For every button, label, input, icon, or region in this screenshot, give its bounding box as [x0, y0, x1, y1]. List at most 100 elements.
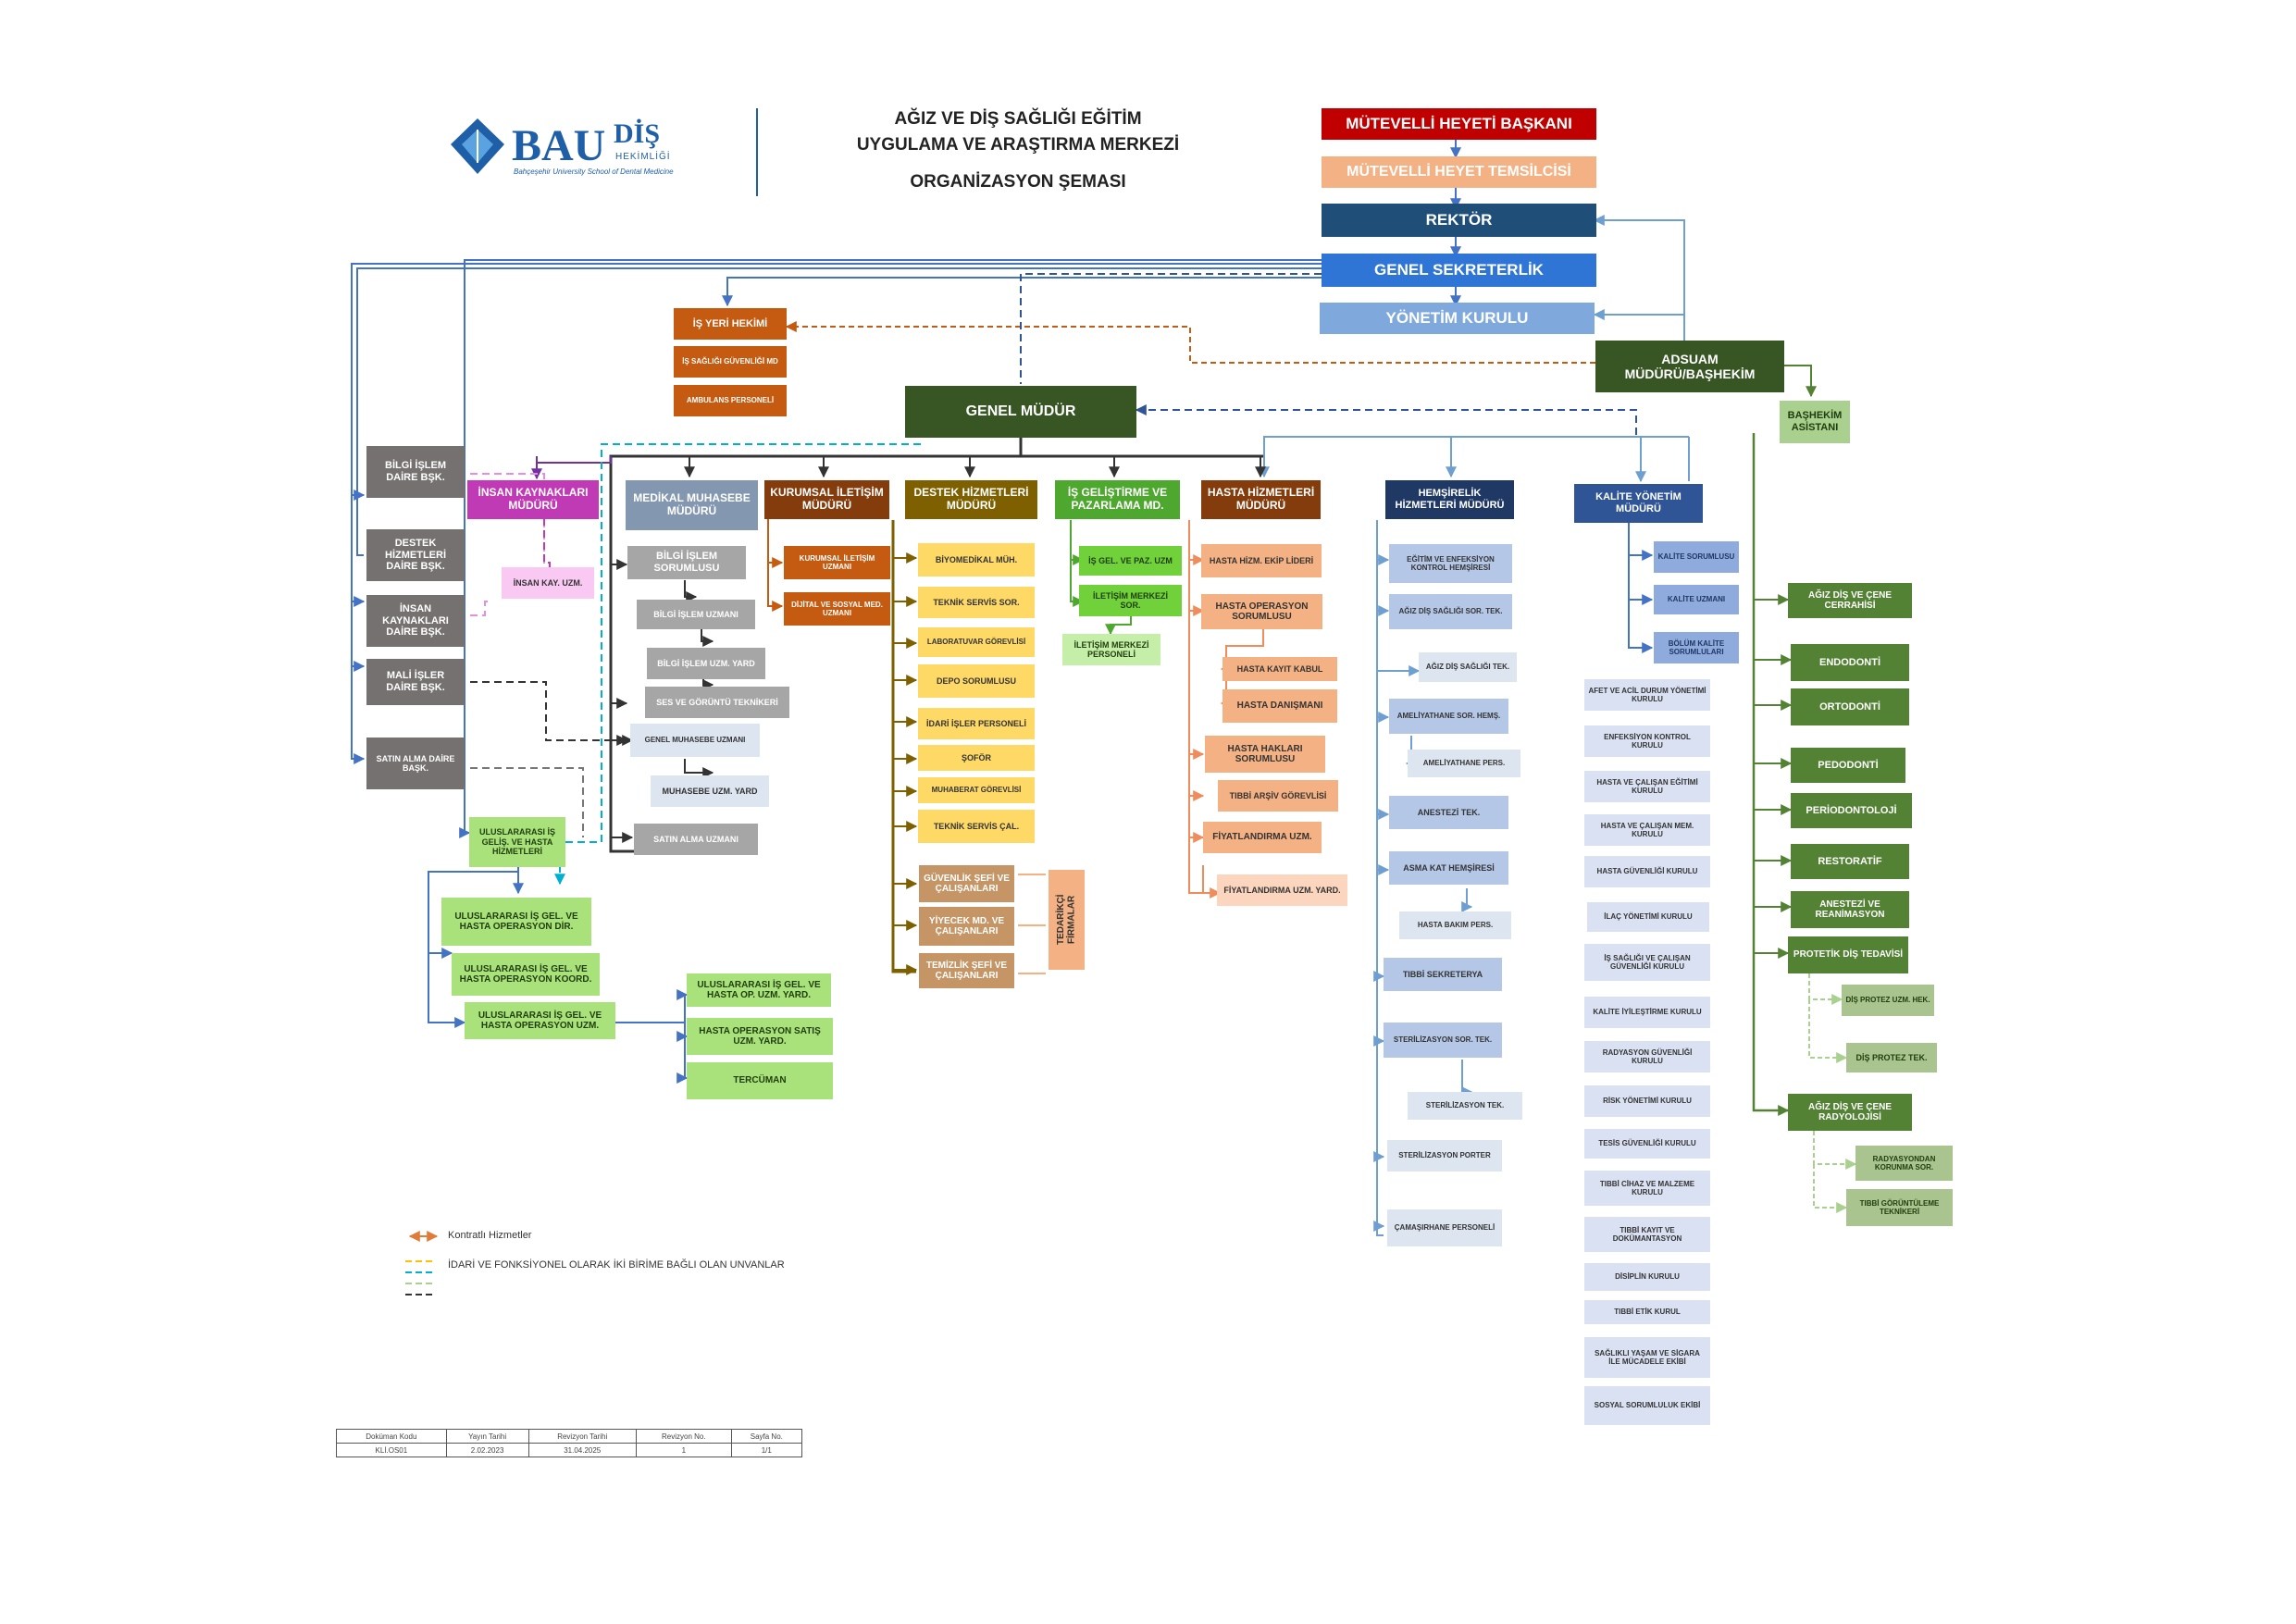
org-box-radyasyon-koruma: RADYASYONDAN KORUNMA SOR. — [1855, 1146, 1953, 1181]
org-box-tercuman: TERCÜMAN — [687, 1062, 833, 1099]
org-box-hasta-kayit: HASTA KAYIT KABUL — [1222, 657, 1337, 681]
org-box-k8: KALİTE İYİLEŞTİRME KURULU — [1584, 997, 1710, 1028]
org-box-ads-sor-tek: AĞIZ DİŞ SAĞLIĞI SOR. TEK. — [1389, 594, 1512, 629]
org-box-u-satis: HASTA OPERASYON SATIŞ UZM. YARD. — [687, 1018, 833, 1055]
org-box-k6: İLAÇ YÖNETİMİ KURULU — [1587, 902, 1709, 932]
org-box-depo: DEPO SORUMLUSU — [918, 664, 1035, 698]
org-box-hasta-bakim: HASTA BAKIM PERS. — [1399, 911, 1511, 939]
org-box-muhasebe-uzm-yard: MUHASEBE UZM. YARD — [651, 775, 769, 807]
org-box-d-restoratif: RESTORATİF — [1791, 844, 1909, 879]
org-box-hemsirelik-mudur: HEMŞİRELİK HİZMETLERİ MÜDÜRÜ — [1385, 480, 1514, 519]
logo-sub: HEKİMLİĞİ — [615, 152, 671, 162]
org-box-insan-kaynaklari-daire: İNSAN KAYNAKLARI DAİRE BŞK. — [366, 595, 465, 647]
org-box-k9: RADYASYON GÜVENLİĞİ KURULU — [1584, 1041, 1710, 1072]
org-box-bilgi-islem-daire: BİLGİ İŞLEM DAİRE BŞK. — [366, 446, 465, 498]
org-box-k16: SAĞLIKLI YAŞAM VE SİGARA İLE MÜCADELE EK… — [1584, 1337, 1710, 1378]
org-box-ameliyathane-sor: AMELİYATHANE SOR. HEMŞ. — [1389, 699, 1508, 734]
org-box-mali-isler: MALİ İŞLER DAİRE BŞK. — [366, 659, 465, 705]
org-box-ambulans: AMBULANS PERSONELİ — [674, 385, 787, 416]
org-box-egitim-enfeksiyon: EĞİTİM VE ENFEKSİYON KONTROL HEMŞİRESİ — [1389, 544, 1512, 583]
org-box-d-periodontoloji: PERİODONTOLOJİ — [1791, 793, 1912, 828]
org-box-kalite-sor: KALİTE SORUMLUSU — [1654, 541, 1739, 573]
doc-value-rev-date: 31.04.2025 — [527, 1443, 637, 1457]
org-box-dijital-sosyal: DİJİTAL VE SOSYAL MED. UZMANI — [784, 592, 890, 626]
org-box-d-endodonti: ENDODONTİ — [1791, 644, 1909, 681]
org-box-d-pedodonti: PEDODONTİ — [1791, 748, 1905, 783]
org-box-is-gel-paz-uzm: İŞ GEL. VE PAZ. UZM — [1079, 546, 1182, 576]
org-box-guvenlik: GÜVENLİK ŞEFİ VE ÇALIŞANLARI — [919, 865, 1014, 902]
org-box-tibbi-arsiv: TIBBİ ARŞİV GÖREVLİSİ — [1218, 780, 1338, 812]
org-box-teknik-servis-cal: TEKNİK SERVİS ÇAL. — [918, 810, 1035, 843]
org-box-ads-tek: AĞIZ DİŞ SAĞLIĞI TEK. — [1419, 652, 1517, 682]
org-box-sterilizasyon-tek: STERİLİZASYON TEK. — [1408, 1092, 1522, 1120]
org-box-genel-sekreterlik: GENEL SEKRETERLİK — [1322, 254, 1596, 287]
org-box-k13: TIBBİ KAYIT VE DOKÜMANTASYON — [1584, 1217, 1710, 1252]
org-box-k3: HASTA VE ÇALIŞAN EĞİTİMİ KURULU — [1584, 771, 1710, 802]
org-box-tedarikci: TEDARİKÇİ FİRMALAR — [1049, 870, 1085, 970]
org-box-yonetim-kurulu: YÖNETİM KURULU — [1320, 303, 1595, 334]
org-box-bashekim-asistani: BAŞHEKİM ASİSTANI — [1780, 401, 1850, 443]
org-box-hasta-danisman: HASTA DANIŞMANI — [1222, 689, 1337, 723]
org-box-bilgi-islem-sor: BİLGİ İŞLEM SORUMLUSU — [627, 546, 746, 579]
org-box-yiyecek: YİYECEK MD. VE ÇALIŞANLARI — [919, 907, 1014, 946]
org-box-k14: DİSİPLİN KURULU — [1584, 1263, 1710, 1291]
org-box-satin-alma-daire: SATIN ALMA DAİRE BAŞK. — [366, 738, 465, 789]
org-box-temizlik: TEMİZLİK ŞEFİ VE ÇALIŞANLARI — [919, 953, 1014, 988]
doc-header-date: Yayın Tarihi — [445, 1429, 529, 1444]
org-box-kurumsal-iletisim: KURUMSAL İLETİŞİM MÜDÜRÜ — [764, 480, 889, 519]
org-box-bolum-kalite: BÖLÜM KALİTE SORUMLULARI — [1654, 632, 1739, 663]
org-box-u-uzm-yard: ULUSLARARASI İŞ GEL. VE HASTA OP. UZM. Y… — [687, 973, 831, 1007]
org-box-fiyatlandirma-yard: FİYATLANDIRMA UZM. YARD. — [1217, 874, 1347, 906]
logo-brand-dis: DİŞ — [614, 118, 661, 149]
logo-brand: BAU — [512, 121, 606, 170]
org-box-anestezi-tek: ANESTEZİ TEK. — [1389, 796, 1508, 829]
org-box-hasta-operasyon-sor: HASTA OPERASYON SORUMLUSU — [1201, 594, 1322, 629]
org-box-adsuam: ADSUAM MÜDÜRÜ/BAŞHEKİM — [1595, 341, 1784, 392]
org-box-hasta-hiz-mudur: HASTA HİZMETLERİ MÜDÜRÜ — [1201, 480, 1321, 519]
org-box-dis-protez-tek: DİŞ PROTEZ TEK. — [1846, 1043, 1937, 1072]
org-box-camasirhane: ÇAMAŞIRHANE PERSONELİ — [1387, 1209, 1502, 1246]
document-info-table: Doküman Kodu Yayın Tarihi Revizyon Tarih… — [336, 1429, 803, 1457]
org-box-uluslararasi-gelis: ULUSLARARASI İŞ GELİŞ. VE HASTA HİZMETLE… — [469, 817, 565, 867]
org-box-is-gelistirme: İŞ GELİŞTİRME VE PAZARLAMA MD. — [1055, 480, 1180, 519]
title-line-3: ORGANİZASYON ŞEMASI — [910, 172, 1126, 192]
org-box-ik-mudur: İNSAN KAYNAKLARI MÜDÜRÜ — [467, 480, 599, 519]
org-box-tibbi-goruntuleme: TIBBİ GÖRÜNTÜLEME TEKNİKERİ — [1846, 1189, 1953, 1226]
org-box-u-dir: ULUSLARARASI İŞ GEL. VE HASTA OPERASYON … — [441, 898, 591, 946]
doc-header-rev-no: Revizyon No. — [635, 1429, 732, 1444]
org-box-sterilizasyon-porter: STERİLİZASYON PORTER — [1387, 1140, 1502, 1172]
org-box-teknik-servis-sor: TEKNİK SERVİS SOR. — [918, 587, 1035, 618]
org-box-kurumsal-iletisim-uzm: KURUMSAL İLETİŞİM UZMANI — [784, 546, 890, 579]
org-box-tibbi-sekreterya: TIBBİ SEKRETERYA — [1384, 958, 1502, 991]
title-line-1: AĞIZ VE DİŞ SAĞLIĞI EĞİTİM — [894, 109, 1142, 129]
doc-value-page: 1/1 — [730, 1443, 803, 1457]
org-box-isg-md: İŞ SAĞLIĞI GÜVENLİĞİ MD — [674, 346, 787, 378]
doc-value-date: 2.02.2023 — [445, 1443, 529, 1457]
org-box-k5: HASTA GÜVENLİĞİ KURULU — [1584, 856, 1710, 887]
org-box-sterilizasyon-sor: STERİLİZASYON SOR. TEK. — [1384, 1023, 1502, 1058]
org-box-asma-kat: ASMA KAT HEMŞİRESİ — [1389, 851, 1508, 885]
org-box-u-koord: ULUSLARARASI İŞ GEL. VE HASTA OPERASYON … — [452, 953, 600, 996]
org-box-destek-hiz-daire: DESTEK HİZMETLERİ DAİRE BŞK. — [366, 529, 465, 581]
org-box-d-anestezi: ANESTEZİ VE REANİMASYON — [1791, 891, 1909, 928]
org-box-kalite-uzm: KALİTE UZMANI — [1654, 585, 1739, 614]
org-box-k15: TIBBİ ETİK KURUL — [1584, 1300, 1710, 1324]
org-box-bilgi-islem-uzm-yard: BİLGİ İŞLEM UZM. YARD — [647, 648, 765, 679]
org-box-biyomedikal: BİYOMEDİKAL MÜH. — [918, 543, 1035, 576]
org-box-u-uzm: ULUSLARARASI İŞ GEL. VE HASTA OPERASYON … — [465, 1002, 615, 1039]
org-box-d-cerrahi: AĞIZ DİŞ VE ÇENE CERRAHİSİ — [1788, 583, 1912, 618]
org-box-d-ortodonti: ORTODONTİ — [1791, 688, 1909, 725]
org-box-genel-mudur: GENEL MÜDÜR — [905, 386, 1136, 438]
org-box-rektor: REKTÖR — [1322, 204, 1596, 237]
org-box-iletisim-merkezi-per: İLETİŞİM MERKEZİ PERSONELİ — [1062, 634, 1160, 665]
org-box-d-protetik: PROTETİK DİŞ TEDAVİSİ — [1788, 936, 1908, 973]
doc-header-code: Doküman Kodu — [336, 1429, 447, 1444]
bau-logo: BAU DİŞ HEKİMLİĞİ Bahçeşehir University … — [449, 117, 674, 181]
legend-contracted: Kontratlı Hizmetler — [448, 1230, 532, 1241]
title-line-2: UYGULAMA VE ARAŞTIRMA MERKEZİ — [856, 135, 1180, 155]
doc-value-rev-no: 1 — [635, 1443, 732, 1457]
org-box-insan-kay-uzm: İNSAN KAY. UZM. — [502, 567, 594, 599]
org-box-sofor: ŞOFÖR — [918, 745, 1035, 771]
logo-emblem-icon — [451, 118, 504, 174]
